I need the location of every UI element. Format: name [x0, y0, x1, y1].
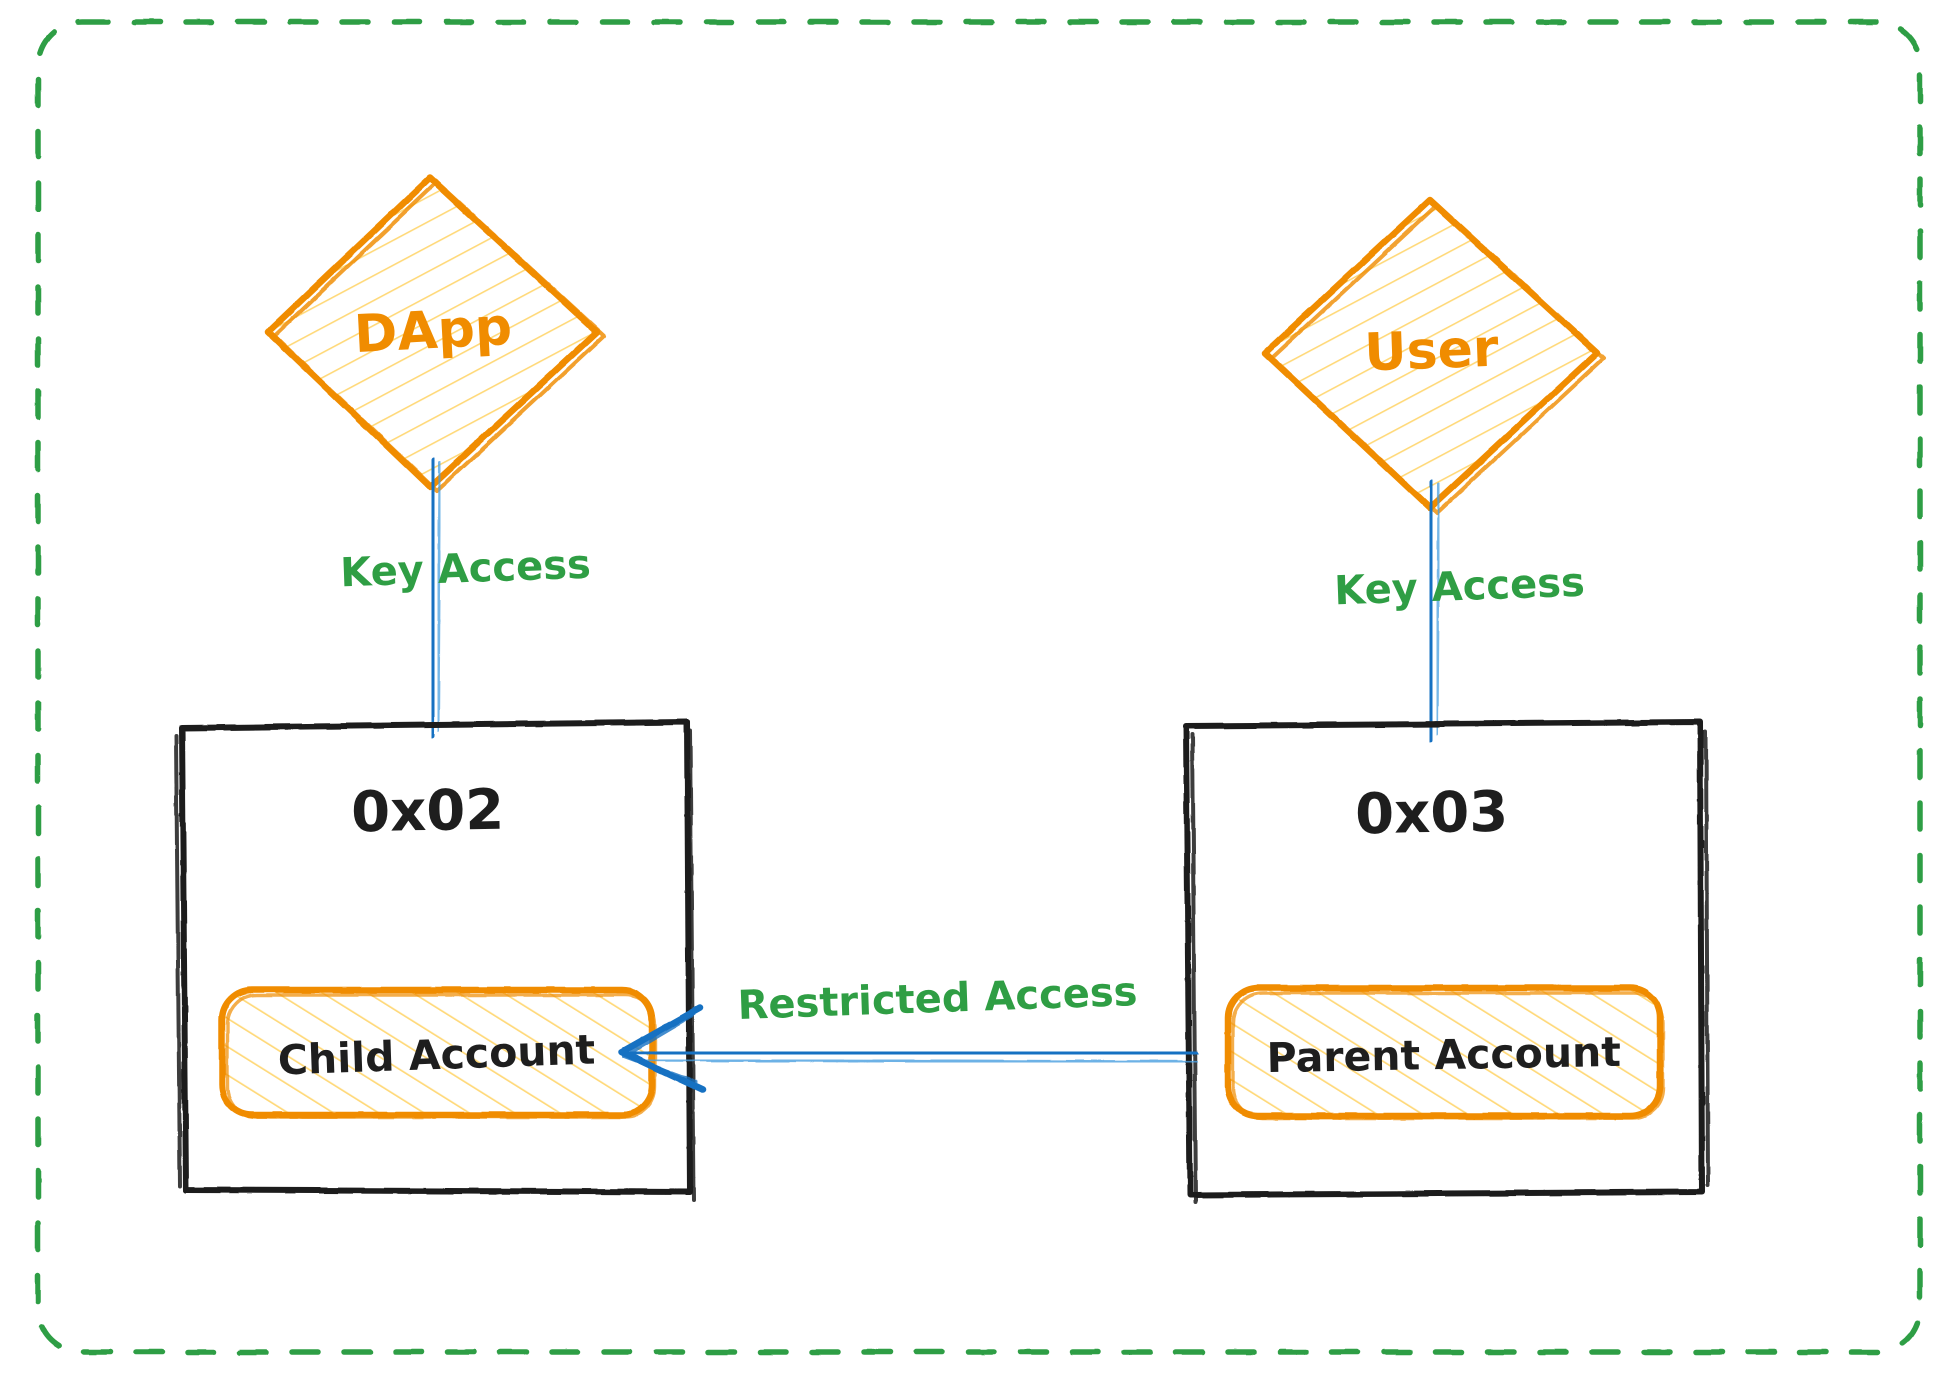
edge-dapp-to-child-box	[429, 457, 442, 739]
node-dapp-label: DApp	[353, 297, 514, 365]
node-parent-account[interactable]	[1224, 984, 1665, 1120]
node-account-0x02[interactable]	[174, 719, 696, 1202]
diagram-boundary	[35, 19, 1923, 1355]
node-account-0x03[interactable]	[1183, 719, 1710, 1204]
node-dapp[interactable]	[264, 174, 606, 493]
node-account-0x02-label: 0x02	[351, 778, 505, 846]
edge-parent-to-child	[618, 1004, 1199, 1094]
edge-label-key-access-right: Key Access	[1334, 560, 1586, 615]
edge-label-key-access-left: Key Access	[340, 542, 592, 597]
node-child-account-label: Child Account	[277, 1025, 596, 1084]
node-parent-account-label: Parent Account	[1266, 1028, 1621, 1082]
node-account-0x03-label: 0x03	[1355, 780, 1509, 848]
edge-label-restricted-access: Restricted Access	[737, 969, 1138, 1029]
node-user-label: User	[1363, 319, 1499, 384]
edge-user-to-parent-box	[1427, 479, 1441, 743]
